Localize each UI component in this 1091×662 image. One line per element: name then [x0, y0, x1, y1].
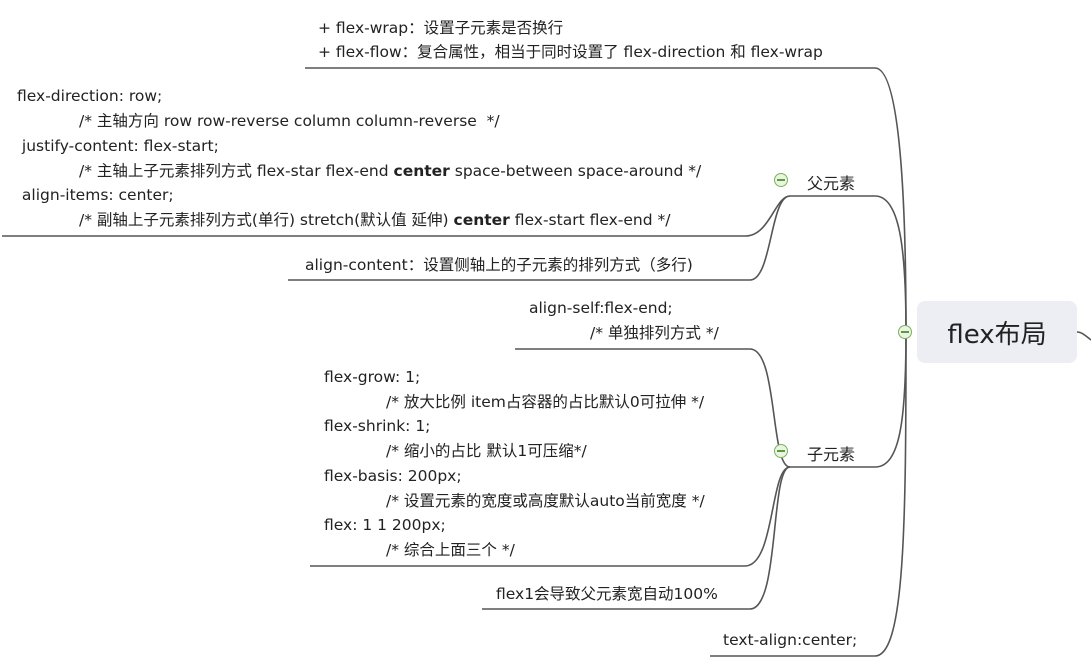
connector-child-block [310, 466, 791, 567]
flex-shorthand-comment: /* 综合上面三个 */ [386, 541, 515, 559]
collapse-parent-icon[interactable] [774, 173, 788, 187]
connector-parent-align [288, 195, 791, 281]
flex-basis-line: flex-basis: 200px; [324, 467, 462, 485]
parent-node-label[interactable]: 父元素 [807, 174, 856, 193]
align-items-line: align-items: center; [17, 186, 174, 204]
connector-right-stub [1076, 331, 1091, 341]
flex-grow-line: flex-grow: 1; [324, 368, 421, 386]
align-content-note: align-content：设置侧轴上的子元素的排列方式（多行) [305, 256, 693, 274]
child-node-label[interactable]: 子元素 [807, 445, 856, 464]
flex1-note: flex1会导致父元素宽自动100% [496, 585, 718, 603]
collapse-child-icon[interactable] [774, 444, 788, 458]
flex-direction-comment: /* 主轴方向 row row-reverse column column-re… [79, 112, 500, 130]
align-items-comment: /* 副轴上子元素排列方式(单行) stretch(默认值 延伸) center… [79, 211, 671, 229]
flex-wrap-note: + flex-wrap：设置子元素是否换行 [318, 19, 564, 37]
flex-grow-comment: /* 放大比例 item占容器的占比默认0可拉伸 */ [386, 393, 705, 411]
connector-top [305, 67, 907, 333]
flex-direction-line: flex-direction: row; [17, 87, 163, 105]
flex-shorthand-line: flex: 1 1 200px; [324, 516, 446, 534]
central-topic[interactable]: flex布局 [917, 301, 1077, 363]
align-self-line: align-self:flex-end; [529, 299, 673, 317]
justify-content-line: justify-content: flex-start; [17, 137, 219, 155]
connector-parent [790, 195, 907, 333]
justify-content-comment: /* 主轴上子元素排列方式 flex-star flex-end center … [79, 162, 702, 180]
connector-bottom [710, 331, 907, 657]
align-self-comment: /* 单独排列方式 */ [590, 324, 719, 342]
flex-flow-note: + flex-flow：复合属性，相当于同时设置了 flex-direction… [318, 43, 823, 61]
connector-child-flex1 [482, 466, 791, 610]
central-topic-label: flex布局 [947, 319, 1047, 350]
flex-basis-comment: /* 设置元素的宽度或高度默认auto当前宽度 */ [386, 492, 705, 510]
connector-child-alignself [515, 348, 791, 468]
collapse-center-icon[interactable] [898, 325, 912, 339]
flex-shrink-line: flex-shrink: 1; [324, 417, 431, 435]
flex-shrink-comment: /* 缩小的占比 默认1可压缩*/ [386, 442, 587, 460]
text-align-note: text-align:center; [723, 631, 858, 649]
